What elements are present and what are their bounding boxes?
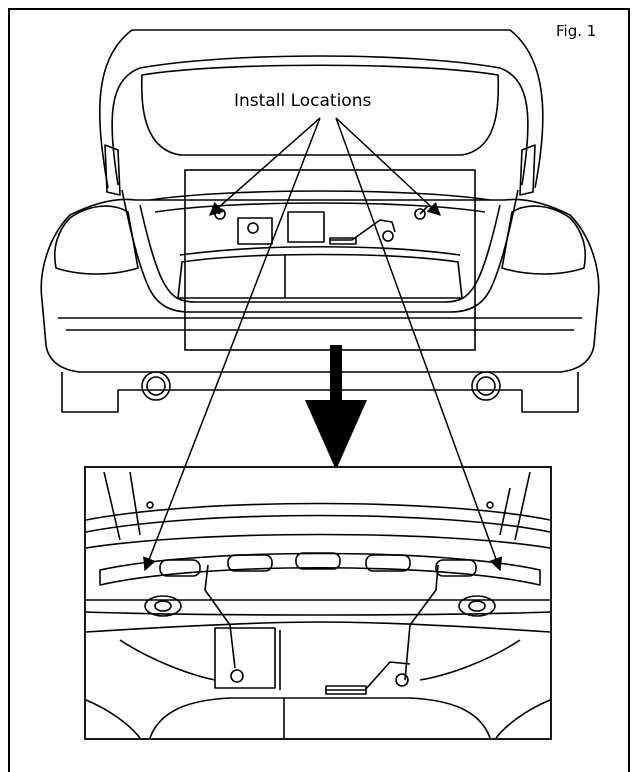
exhaust-left <box>141 371 171 401</box>
detail-region-box <box>184 169 476 351</box>
callout-arrow-2 <box>335 117 441 216</box>
callout-arrows <box>143 117 503 572</box>
figure-number: Fig. 1 <box>556 22 597 40</box>
tail-light-left <box>54 205 139 275</box>
bump-stop-right <box>458 595 496 617</box>
trunk-opening <box>121 189 519 313</box>
trunk-lid <box>99 29 544 189</box>
exhaust-right <box>471 371 501 401</box>
callout-arrow-1 <box>208 117 321 216</box>
figure-frame <box>8 8 630 772</box>
install-locations-callout: Install Locations <box>232 91 374 111</box>
detail-view-box <box>84 466 552 740</box>
magnify-arrow <box>305 345 367 470</box>
detail-view <box>85 471 551 739</box>
bump-stop-left <box>144 595 182 617</box>
car-body <box>40 198 600 373</box>
car-rear-view <box>40 29 600 413</box>
callout-arrow-4 <box>335 117 503 572</box>
callout-arrow-3 <box>143 117 321 572</box>
tail-light-right <box>501 205 586 275</box>
